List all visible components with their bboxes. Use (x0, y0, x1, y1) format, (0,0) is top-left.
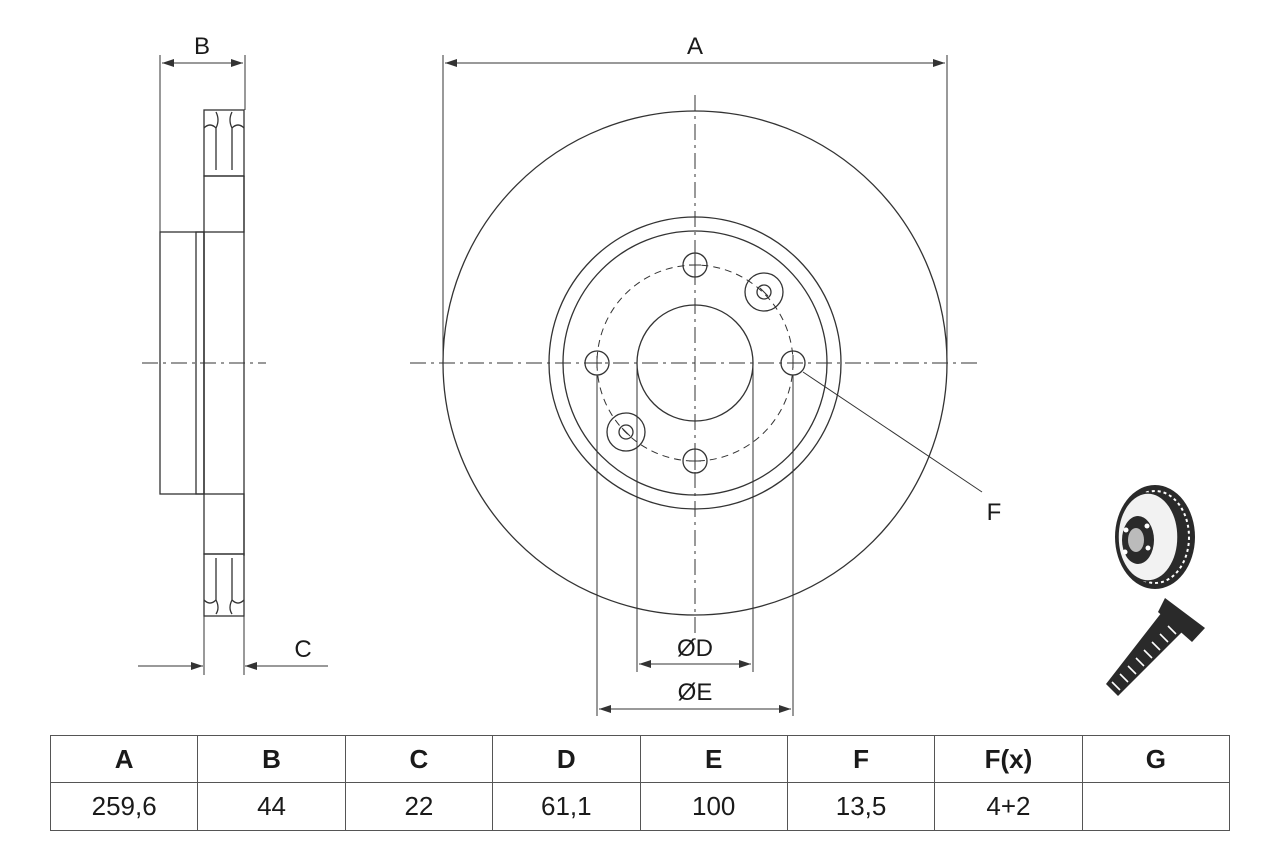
brake-disc-icon (1115, 485, 1195, 589)
header-cell: E (639, 735, 788, 783)
header-cell: F (786, 735, 936, 783)
header-cell: B (197, 735, 346, 783)
label-e: ØE (678, 679, 713, 706)
label-c: C (294, 636, 311, 663)
dimension-c (138, 616, 328, 675)
header-cell: D (492, 735, 641, 783)
value-cell: 13,5 (786, 782, 936, 831)
header-cell: C (344, 735, 494, 783)
value-cell: 259,6 (49, 782, 199, 831)
header-cell: F(x) (934, 735, 1083, 783)
dimension-b (159, 55, 246, 232)
dimension-a (442, 55, 948, 363)
label-a: A (687, 33, 703, 60)
value-cell: 4+2 (934, 782, 1083, 831)
dimension-e (596, 375, 794, 716)
spec-table-header-row: A B C D E F F(x) G (49, 735, 1231, 783)
technical-drawing: B C (138, 33, 1205, 716)
side-view (142, 109, 266, 617)
header-cell: G (1081, 735, 1231, 783)
label-f: F (987, 499, 1002, 526)
value-cell: 100 (639, 782, 788, 831)
spec-table: A B C D E F F(x) G 259,6 44 22 61,1 100 … (49, 735, 1231, 831)
label-d: ØD (677, 635, 713, 662)
label-b: B (194, 33, 210, 60)
header-cell: A (49, 735, 199, 783)
value-cell (1081, 782, 1231, 831)
value-cell: 44 (197, 782, 346, 831)
spec-table-value-row: 259,6 44 22 61,1 100 13,5 4+2 (49, 782, 1231, 831)
front-view (410, 95, 983, 640)
value-cell: 22 (344, 782, 494, 831)
dimension-d (636, 363, 754, 672)
screw-icon (1106, 598, 1205, 696)
value-cell: 61,1 (492, 782, 641, 831)
